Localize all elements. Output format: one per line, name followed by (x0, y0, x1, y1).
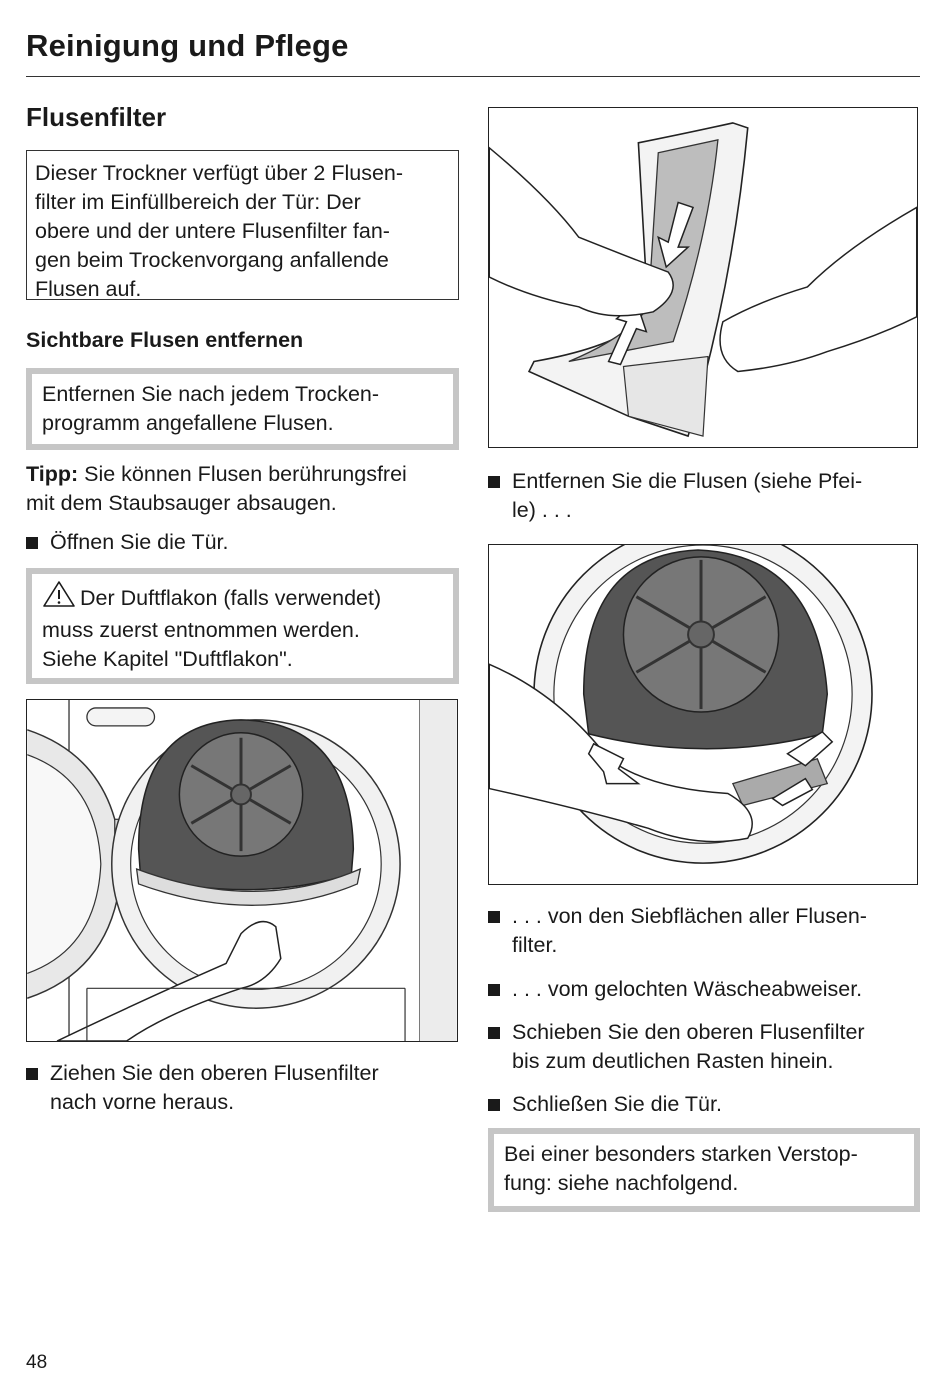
bullet-square-icon (26, 1068, 38, 1080)
tip-paragraph: Tipp: Sie können Flusen berührungsfrei m… (26, 460, 466, 518)
intro-line: filter im Einfüllbereich der Tür: Der (35, 190, 361, 214)
step-text: Öffnen Sie die Tür. (50, 530, 229, 554)
drum-filter-hands-drawing (489, 545, 917, 884)
bullet-square-icon (488, 476, 500, 488)
intro-line: Flusen auf. (35, 277, 142, 301)
bullet-square-icon (488, 911, 500, 923)
step-text: filter. (512, 933, 558, 957)
step-clean-deflector: . . . vom gelochten Wäscheabweiser. (488, 975, 918, 1004)
tip-text: mit dem Staubsauger absaugen. (26, 491, 337, 515)
warning-text: muss zuerst entnommen werden. (42, 618, 360, 642)
lint-filter-hands-drawing (489, 108, 917, 447)
subheading: Sichtbare Flusen entfernen (26, 328, 304, 352)
step-text: . . . von den Siebflächen aller Flusen- (512, 904, 867, 928)
tip-text: Sie können Flusen berührungsfrei (78, 462, 407, 486)
note-box-heavy-clogging: Bei einer besonders starken Verstop- fun… (488, 1128, 920, 1212)
step-clean-screens: . . . von den Siebflächen aller Flusen- … (488, 902, 918, 960)
warning-box: Der Duftflakon (falls verwendet) muss zu… (26, 568, 459, 684)
step-text: . . . vom gelochten Wäscheabweiser. (512, 977, 863, 1001)
warning-text: Siehe Kapitel "Duftflakon". (42, 647, 293, 671)
bullet-square-icon (488, 1099, 500, 1111)
step-close-door: Schließen Sie die Tür. (488, 1090, 918, 1119)
section-title: Flusenfilter (26, 102, 167, 132)
step-text: Ziehen Sie den oberen Flusenfilter (50, 1061, 379, 1085)
step-push-filter: Schieben Sie den oberen Flusenfilter bis… (488, 1018, 918, 1076)
intro-line: gen beim Trockenvorgang anfallende (35, 248, 389, 272)
step-text: le) . . . (512, 498, 572, 522)
intro-line: obere und der untere Flusenfilter fan- (35, 219, 390, 243)
page-number: 48 (26, 1352, 48, 1373)
note-line: programm angefallene Flusen. (42, 411, 334, 435)
warning-triangle-icon (42, 580, 76, 616)
bullet-square-icon (488, 984, 500, 996)
warning-text: Der Duftflakon (falls verwendet) (80, 586, 382, 610)
illustration-pull-filter (26, 699, 458, 1042)
step-text: Schließen Sie die Tür. (512, 1092, 722, 1116)
step-remove-lint: Entfernen Sie die Flusen (siehe Pfei- le… (488, 467, 918, 525)
intro-line: Dieser Trockner verfügt über 2 Flusen- (35, 161, 404, 185)
intro-box: Dieser Trockner verfügt über 2 Flusen- f… (26, 150, 459, 301)
bullet-square-icon (488, 1027, 500, 1039)
page-title: Reinigung und Pflege (26, 28, 349, 63)
step-text: nach vorne heraus. (50, 1090, 235, 1114)
illustration-remove-lint-filter (488, 107, 918, 448)
title-divider (26, 76, 920, 77)
dryer-open-door-drawing (27, 700, 457, 1041)
step-open-door: Öffnen Sie die Tür. (26, 528, 456, 557)
tip-label: Tipp: (26, 462, 79, 486)
note-line: fung: siehe nachfolgend. (504, 1171, 739, 1195)
step-text: Entfernen Sie die Flusen (siehe Pfei- (512, 469, 863, 493)
note-box-remove-lint: Entfernen Sie nach jedem Trocken- progra… (26, 368, 459, 450)
note-line: Bei einer besonders starken Verstop- (504, 1142, 858, 1166)
note-line: Entfernen Sie nach jedem Trocken- (42, 382, 380, 406)
step-pull-filter: Ziehen Sie den oberen Flusenfilter nach … (26, 1059, 456, 1117)
step-text: Schieben Sie den oberen Flusenfilter (512, 1020, 865, 1044)
illustration-clean-drum-filter (488, 544, 918, 885)
bullet-square-icon (26, 537, 38, 549)
step-text: bis zum deutlichen Rasten hinein. (512, 1049, 834, 1073)
